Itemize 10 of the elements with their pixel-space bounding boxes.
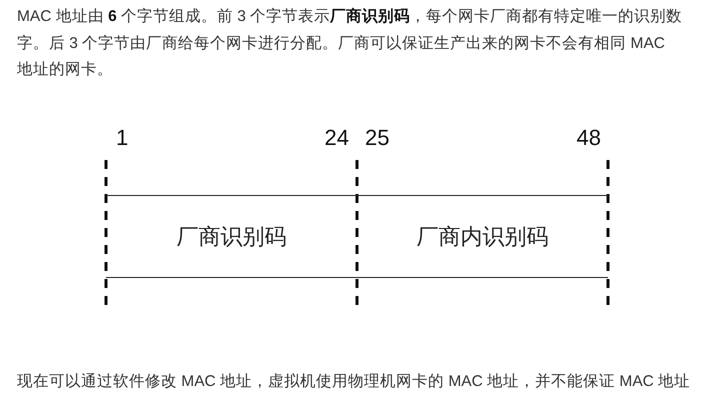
field-label: 厂商内识别码	[416, 222, 548, 250]
bit-position-number: 24	[324, 125, 349, 151]
bit-position-number: 25	[365, 125, 390, 151]
paragraph-text: MAC 地址由 6 个字节组成。前 3 个字节表示厂商识别码，每个网卡厂商都有特定唯一的识别数字。后 3 个字节由厂商给每个网卡进行分配。厂商可以保证生产出来的网卡不会有相同 MAC 地址的网卡。	[17, 6, 684, 80]
field-box	[357, 195, 608, 278]
field-label: 厂商识别码	[176, 222, 286, 250]
field-box	[106, 195, 357, 278]
paragraph-text: 现在可以通过软件修改 MAC 地址，虚拟机使用物理机网卡的 MAC 地址，并不能保证 MAC 地址	[17, 372, 692, 392]
bit-position-number: 48	[576, 125, 601, 151]
bit-position-number: 1	[116, 125, 128, 151]
